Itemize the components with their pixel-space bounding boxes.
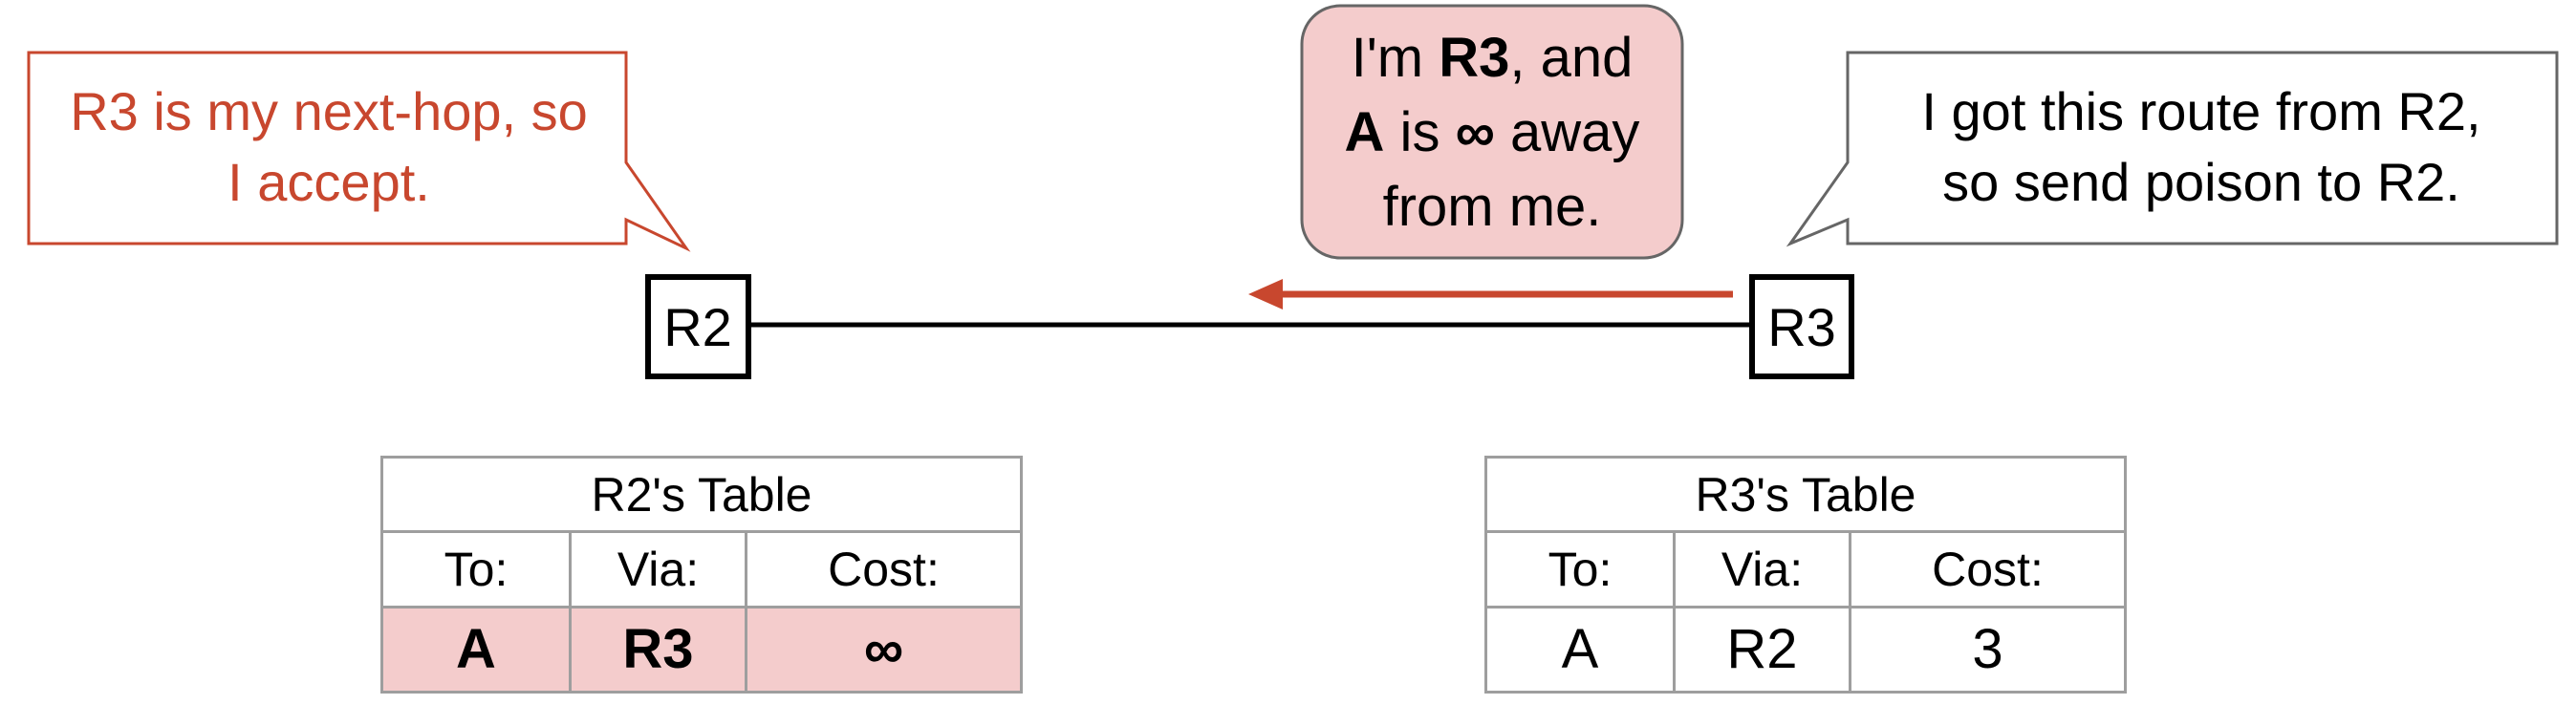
r3-table-row: A R2 3 xyxy=(1484,606,2127,694)
r3-table-title-row: R3's Table xyxy=(1484,456,2127,533)
router-r3-label: R3 xyxy=(1767,297,1836,357)
r3-header-to: To: xyxy=(1484,530,1676,609)
r3-callout-line1: I got this route from R2, xyxy=(1921,81,2480,141)
advertisement-message-bubble: I'm R3, and A is ∞ away from me. xyxy=(1300,4,1684,260)
r2-callout: R3 is my next-hop, so I accept. xyxy=(27,51,691,252)
r2-callout-line2: I accept. xyxy=(227,152,430,212)
r3-routing-table: R3's Table To: Via: Cost: A R2 3 xyxy=(1484,456,2127,694)
r2-table-row: A R3 ∞ xyxy=(380,606,1023,694)
r3-cell-cost: 3 xyxy=(1849,606,2127,694)
message-line2: A is ∞ away xyxy=(1345,101,1640,163)
r3-table-title: R3's Table xyxy=(1484,456,2127,533)
r3-cell-via: R2 xyxy=(1673,606,1851,694)
r3-table-header-row: To: Via: Cost: xyxy=(1484,530,2127,609)
message-line1: I'm R3, and xyxy=(1352,27,1634,89)
r3-callout-line2: so send poison to R2. xyxy=(1942,152,2460,212)
r2-cell-cost: ∞ xyxy=(745,606,1023,694)
router-r3[interactable]: R3 xyxy=(1749,274,1854,379)
r2-cell-to: A xyxy=(380,606,572,694)
r2-header-via: Via: xyxy=(569,530,747,609)
router-r2-label: R2 xyxy=(663,297,732,357)
r2-cell-via: R3 xyxy=(569,606,747,694)
r3-header-via: Via: xyxy=(1673,530,1851,609)
r2-routing-table: R2's Table To: Via: Cost: A R3 ∞ xyxy=(380,456,1023,694)
router-r2[interactable]: R2 xyxy=(645,274,751,379)
r2-header-to: To: xyxy=(380,530,572,609)
r3-cell-to: A xyxy=(1484,606,1676,694)
r2-callout-line1: R3 is my next-hop, so xyxy=(70,81,588,141)
r2-header-cost: Cost: xyxy=(745,530,1023,609)
advertisement-arrowhead xyxy=(1248,279,1283,310)
r2-table-title-row: R2's Table xyxy=(380,456,1023,533)
r2-table-header-row: To: Via: Cost: xyxy=(380,530,1023,609)
message-line3: from me. xyxy=(1383,176,1602,238)
r2-table-title: R2's Table xyxy=(380,456,1023,533)
r3-callout: I got this route from R2, so send poison… xyxy=(1786,51,2559,247)
r3-header-cost: Cost: xyxy=(1849,530,2127,609)
